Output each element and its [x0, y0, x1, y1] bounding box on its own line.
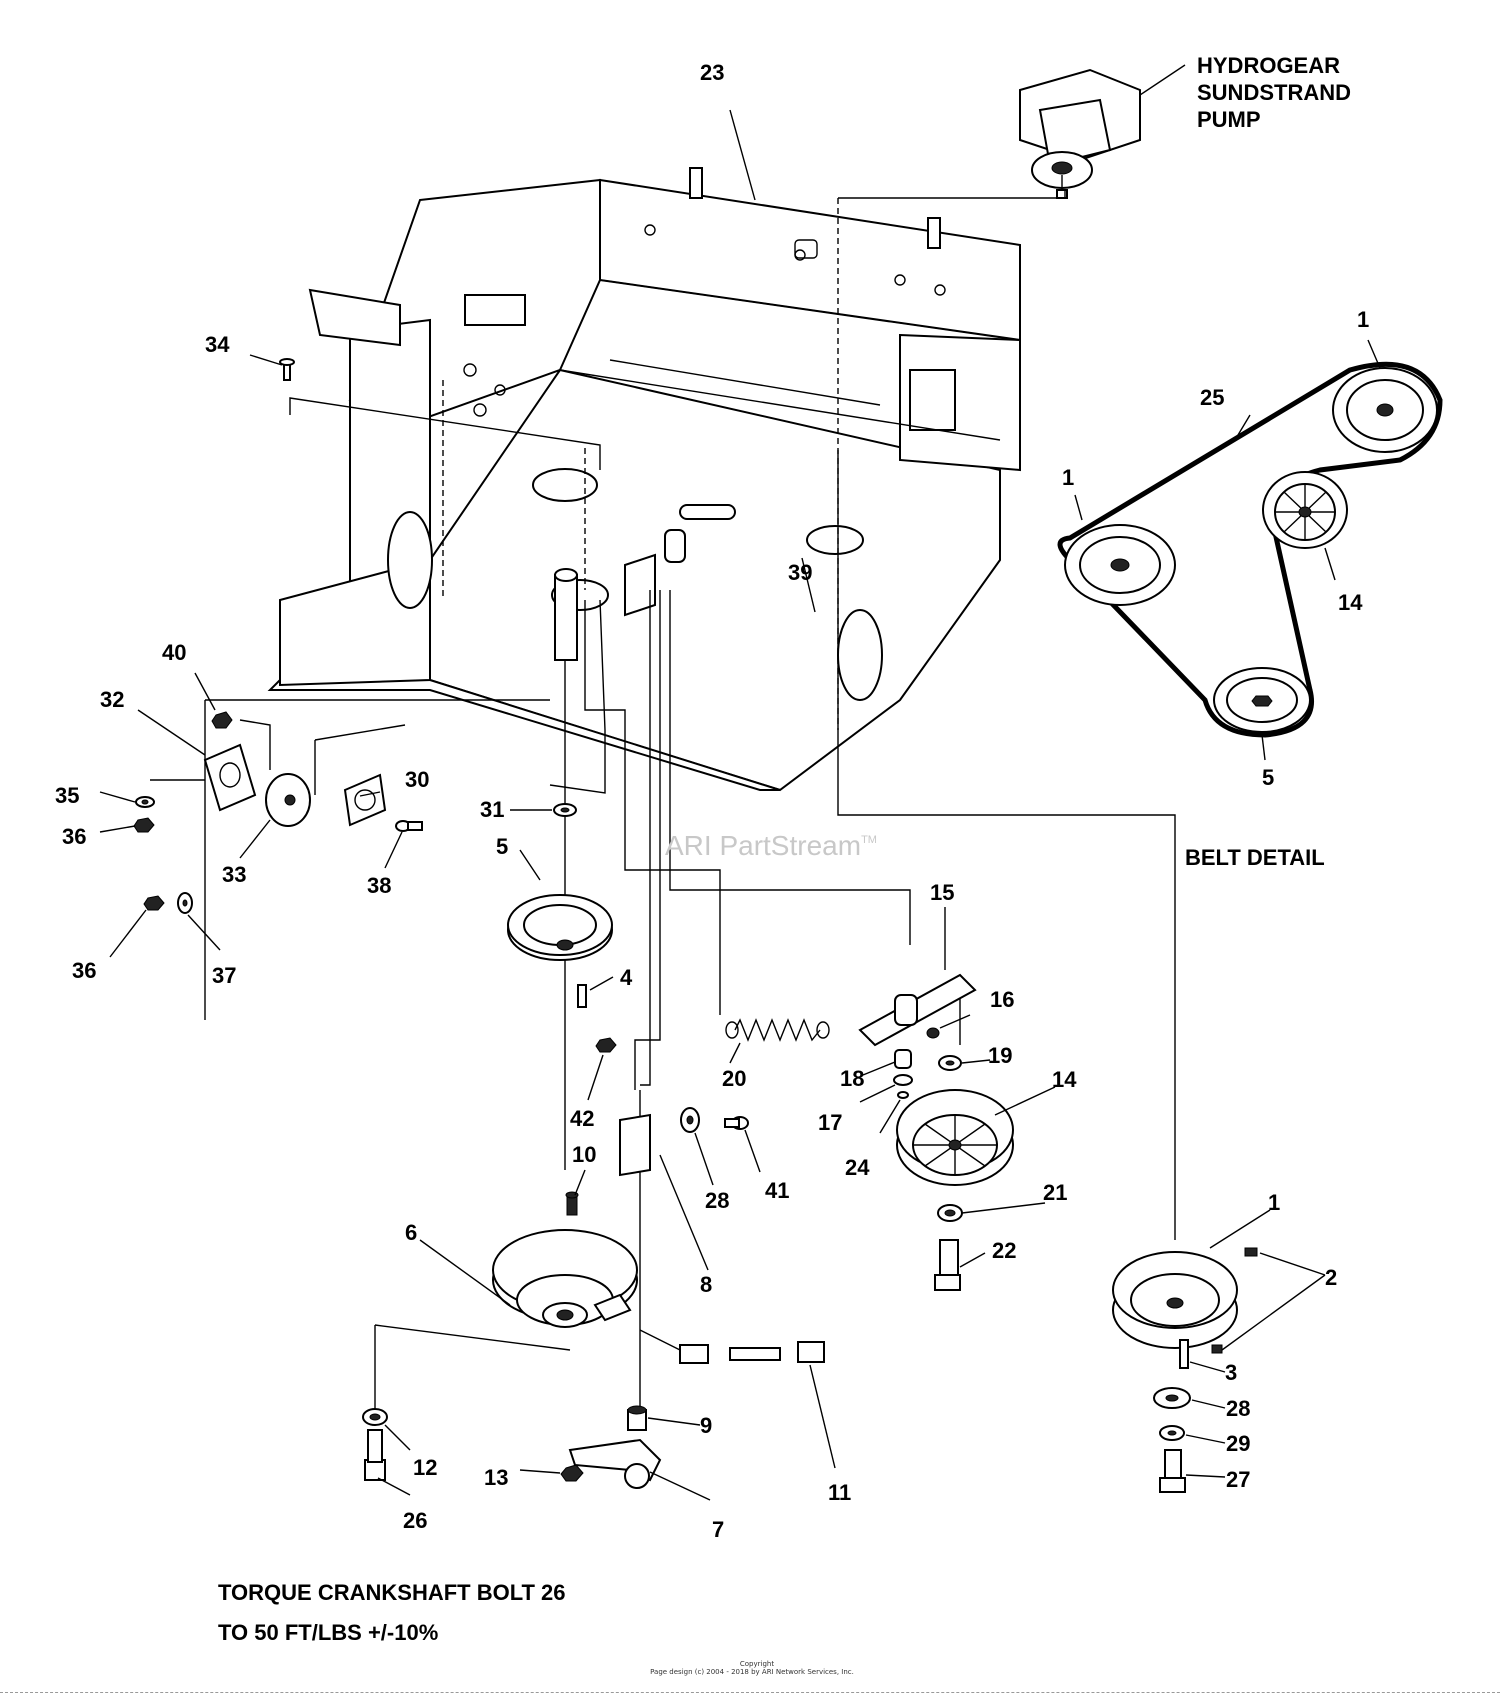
callout-12: 12 — [413, 1455, 437, 1480]
hydrogear-pump — [1019, 68, 1141, 199]
callout-38: 38 — [367, 873, 391, 898]
belt-detail — [1057, 361, 1443, 738]
frame-assembly — [267, 167, 1021, 792]
callout-1-belt-top: 1 — [1357, 307, 1369, 332]
torque-note-line1: TORQUE CRANKSHAFT BOLT 26 — [218, 1580, 566, 1605]
callout-16: 16 — [990, 987, 1014, 1012]
callout-24: 24 — [845, 1155, 870, 1180]
torque-note: TORQUE CRANKSHAFT BOLT 26 TO 50 FT/LBS +… — [218, 1580, 566, 1645]
watermark: ARI PartStreamTM — [665, 830, 877, 861]
callout-42: 42 — [570, 1106, 594, 1131]
callout-2: 2 — [1325, 1265, 1337, 1290]
callout-35: 35 — [55, 783, 79, 808]
callout-1-belt-left: 1 — [1062, 465, 1074, 490]
callout-4: 4 — [620, 965, 633, 990]
callout-39: 39 — [788, 560, 812, 585]
callout-26: 26 — [403, 1508, 427, 1533]
pump-label-line1: HYDROGEAR — [1197, 53, 1340, 78]
idler-group — [725, 973, 1014, 1291]
callout-22: 22 — [992, 1238, 1016, 1263]
callout-23: 23 — [700, 60, 724, 85]
callout-20: 20 — [722, 1066, 746, 1091]
callout-7: 7 — [712, 1517, 724, 1542]
callout-labels: 23 34 39 40 32 30 31 35 36 33 38 5 36 37… — [55, 60, 1369, 1542]
callout-36-lower: 36 — [72, 958, 96, 983]
pump-label-line3: PUMP — [1197, 107, 1261, 132]
footer-copyright: Copyright — [740, 1660, 774, 1668]
callout-40: 40 — [162, 640, 186, 665]
engine-pulley-group — [1112, 1247, 1258, 1493]
belt-detail-label: BELT DETAIL — [1185, 845, 1325, 870]
callout-30: 30 — [405, 767, 429, 792]
callout-14-belt: 14 — [1338, 590, 1363, 615]
torque-note-line2: TO 50 FT/LBS +/-10% — [218, 1620, 438, 1645]
footer-page-design: Page design (c) 2004 - 2018 by ARI Netwo… — [650, 1668, 854, 1676]
callout-5-belt: 5 — [1262, 765, 1274, 790]
footer: Copyright Page design (c) 2004 - 2018 by… — [650, 1660, 854, 1676]
callout-28-right: 28 — [1226, 1396, 1250, 1421]
callout-29: 29 — [1226, 1431, 1250, 1456]
callout-18: 18 — [840, 1066, 864, 1091]
bottom-divider — [0, 1692, 1500, 1693]
callout-27: 27 — [1226, 1467, 1250, 1492]
callout-32: 32 — [100, 687, 124, 712]
callout-33: 33 — [222, 862, 246, 887]
callout-31: 31 — [480, 797, 504, 822]
callout-1-bottom: 1 — [1268, 1190, 1280, 1215]
callout-3: 3 — [1225, 1360, 1237, 1385]
callout-37: 37 — [212, 963, 236, 988]
callout-19: 19 — [988, 1043, 1012, 1068]
screw-34 — [279, 358, 295, 381]
callout-13: 13 — [484, 1465, 508, 1490]
callout-8: 8 — [700, 1272, 712, 1297]
callout-34: 34 — [205, 332, 230, 357]
callout-5-main: 5 — [496, 834, 508, 859]
callout-6: 6 — [405, 1220, 417, 1245]
callout-41: 41 — [765, 1178, 789, 1203]
bracket-group — [133, 711, 423, 914]
callout-10: 10 — [572, 1142, 596, 1167]
callout-28-left: 28 — [705, 1188, 729, 1213]
callout-11: 11 — [828, 1480, 851, 1505]
callout-15: 15 — [930, 880, 954, 905]
callout-9: 9 — [700, 1413, 712, 1438]
callout-36-upper: 36 — [62, 824, 86, 849]
pump-label: HYDROGEAR SUNDSTRAND PUMP — [1197, 53, 1351, 132]
callout-14-main: 14 — [1052, 1067, 1077, 1092]
crank-pulley-group — [507, 568, 613, 1008]
callout-17: 17 — [818, 1110, 842, 1135]
pump-label-line2: SUNDSTRAND — [1197, 80, 1351, 105]
clutch-group — [362, 1037, 825, 1489]
callout-25: 25 — [1200, 385, 1224, 410]
callout-21: 21 — [1043, 1180, 1067, 1205]
